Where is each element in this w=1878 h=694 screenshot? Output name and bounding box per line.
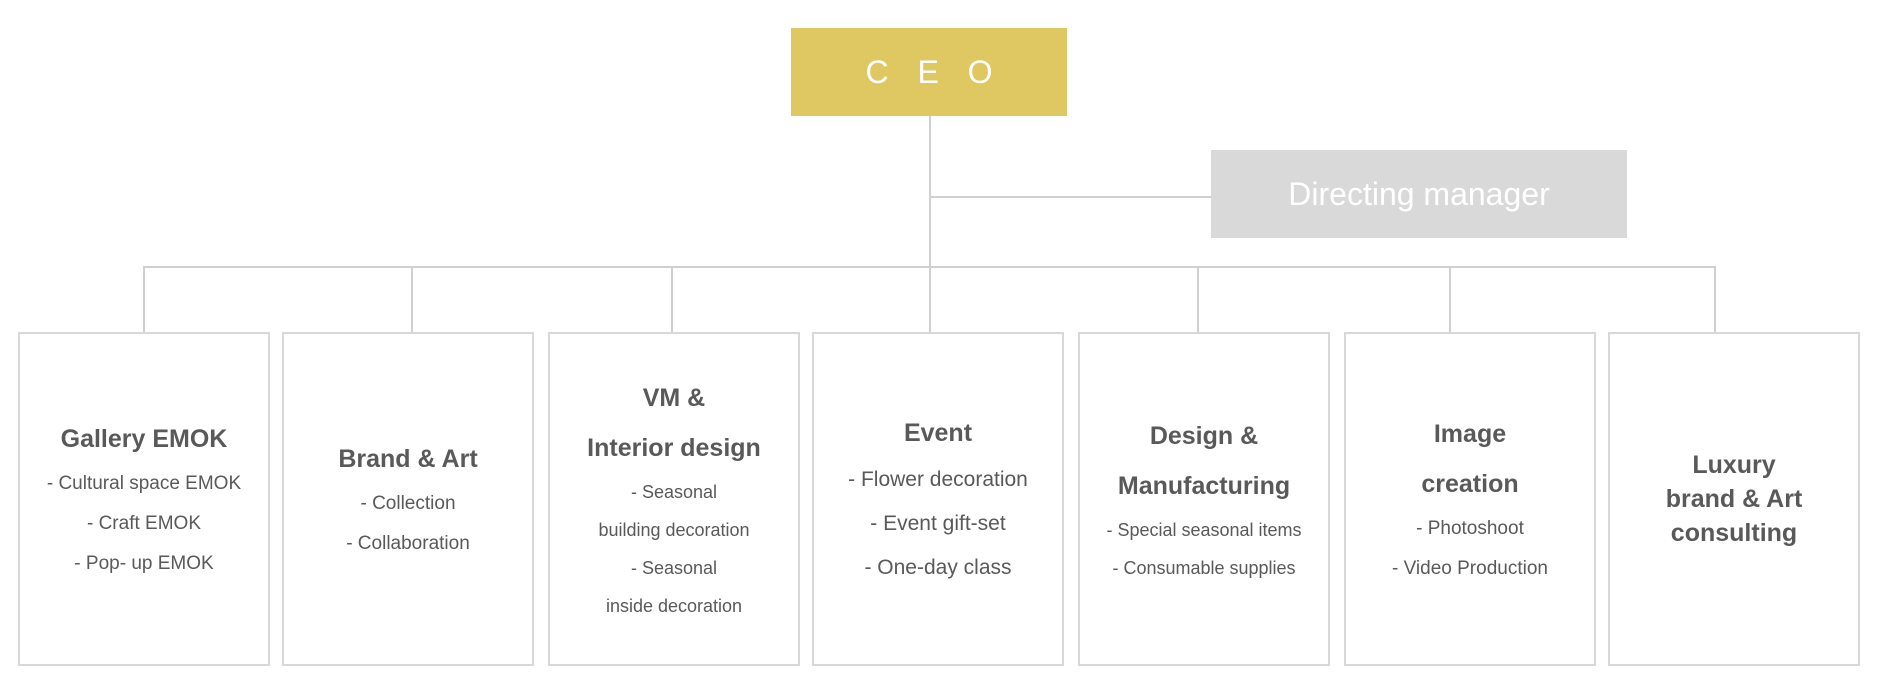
dept-title-line: Gallery EMOK [60,425,228,453]
dept-item: - Cultural space EMOK [46,473,242,494]
dept-item: - Collection [360,493,456,514]
dept-item: inside decoration [605,596,743,616]
connector-director-branch [930,196,1211,198]
dept-items: - Seasonal building decoration - Seasona… [598,473,749,625]
dept-item: - Photoshoot [1416,518,1524,539]
dept-title-line: Luxury [1692,451,1776,479]
connector-drop-3 [671,266,673,332]
connector-drop-5 [1197,266,1199,332]
dept-title: Design & Manufacturing [1118,411,1290,511]
dept-title-line: Interior design [587,434,761,462]
dept-title: Image creation [1421,409,1518,509]
dept-item: - Craft EMOK [86,513,201,534]
connector-drop-7 [1714,266,1716,332]
connector-horizontal-bus [143,266,1716,268]
dept-items: - Special seasonal items - Consumable su… [1106,511,1301,587]
connector-drop-2 [411,266,413,332]
dept-items: - Photoshoot - Video Production [1392,509,1548,589]
dept-title-line: Image [1433,420,1507,448]
directing-manager-box: Directing manager [1211,150,1627,238]
dept-event: Event - Flower decoration - Event gift-s… [812,332,1064,666]
connector-drop-1 [143,266,145,332]
dept-title-line: Brand & Art [338,445,478,473]
ceo-box: C E O [791,28,1067,116]
dept-title-line: consulting [1670,519,1798,547]
dept-luxury-brand-art-consulting: Luxury brand & Art consulting [1608,332,1860,666]
dept-item: - One-day class [864,556,1012,579]
dept-item: - Event gift-set [870,512,1006,535]
ceo-label: C E O [865,53,1003,90]
dept-title: Luxury brand & Art consulting [1666,448,1803,550]
dept-title: Brand & Art [338,434,477,484]
dept-title: VM & Interior design [587,373,761,473]
dept-vm-interior-design: VM & Interior design - Seasonal building… [548,332,800,666]
connector-ceo-trunk [929,116,931,332]
dept-image-creation: Image creation - Photoshoot - Video Prod… [1344,332,1596,666]
dept-gallery-emok: Gallery EMOK - Cultural space EMOK - Cra… [18,332,270,666]
dept-title-line: brand & Art [1665,485,1803,513]
dept-title: Event [904,408,972,458]
dept-title-line: VM & [642,384,706,412]
dept-item: - Consumable supplies [1112,558,1296,578]
dept-item: - Pop- up EMOK [74,553,214,574]
dept-items: - Collection - Collaboration [346,484,470,564]
dept-item: - Flower decoration [848,468,1028,491]
dept-items: - Flower decoration - Event gift-set - O… [848,458,1028,590]
connector-drop-6 [1449,266,1451,332]
dept-item: - Special seasonal items [1106,520,1302,540]
dept-title-line: Event [903,419,973,447]
dept-item: - Seasonal [630,482,718,502]
dept-design-manufacturing: Design & Manufacturing - Special seasona… [1078,332,1330,666]
directing-manager-label: Directing manager [1288,175,1550,212]
dept-item: building decoration [598,520,750,540]
dept-item: - Seasonal [630,558,718,578]
dept-items: - Cultural space EMOK - Craft EMOK - Pop… [47,464,241,584]
dept-title-line: creation [1421,470,1519,498]
dept-title-line: Manufacturing [1117,472,1291,500]
dept-title: Gallery EMOK [61,414,228,464]
dept-item: - Video Production [1392,558,1548,579]
dept-item: - Collaboration [346,533,470,554]
dept-brand-art: Brand & Art - Collection - Collaboration [282,332,534,666]
dept-title-line: Design & [1149,422,1259,450]
